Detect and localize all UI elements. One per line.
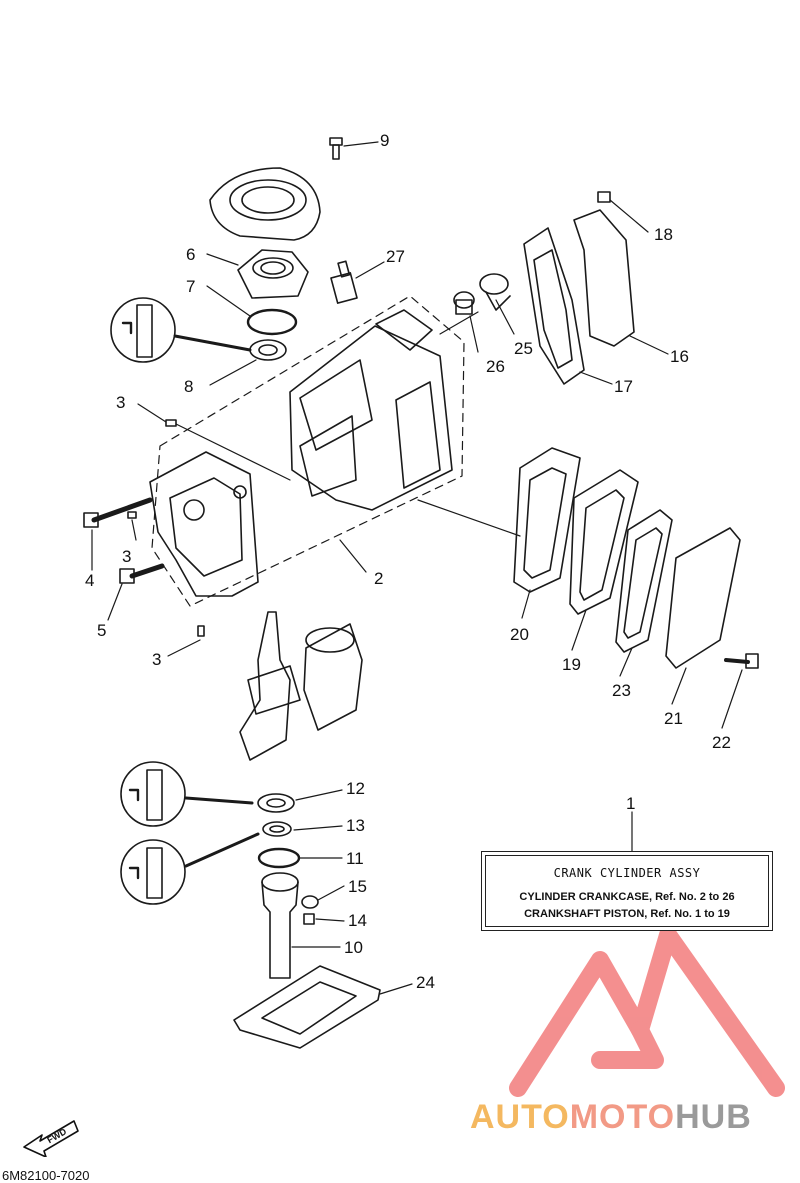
ref-label-26: 24 <box>416 973 435 992</box>
assy-box-line-2: CRANKSHAFT PISTON, Ref. No. 1 to 19 <box>524 908 730 920</box>
ref-label-14: 12 <box>346 779 365 798</box>
bolt-part-4 <box>83 497 153 528</box>
ref-label-10: 8 <box>184 377 194 396</box>
watermark-text: AUTOMOTOHUB <box>470 1098 752 1137</box>
ref-label-15: 13 <box>346 816 365 835</box>
gasket-part-23 <box>665 527 741 669</box>
exhaust-cover-part-18 <box>573 209 635 347</box>
ref-label-17: 15 <box>348 877 367 896</box>
ref-label-19: 17 <box>614 377 633 396</box>
crank-cylinder-assy-box: CRANK CYLINDER ASSY CYLINDER CRANKCASE, … <box>481 851 773 931</box>
exhaust-gasket-part-19 <box>523 227 585 385</box>
thermostat-cover-part-7 <box>453 291 475 315</box>
fwd-arrow-icon: FWD <box>23 1120 79 1157</box>
ref-label-24: 22 <box>712 733 731 752</box>
o-ring-part-13 <box>257 847 301 869</box>
seal-housing-part-8 <box>237 249 309 299</box>
ref-label-2: 2 <box>374 569 384 588</box>
ref-label-25: 23 <box>612 681 631 700</box>
bolt-part-20 <box>597 191 611 203</box>
assy-box-inner: CRANK CYLINDER ASSY CYLINDER CRANKCASE, … <box>485 855 769 927</box>
ref-label-16: 14 <box>348 911 367 930</box>
ref-label-3a: 3 <box>116 393 126 412</box>
ref-label-3c: 3 <box>152 650 162 669</box>
cylinder-block-part-2 <box>151 295 465 607</box>
ref-label-23: 21 <box>664 709 683 728</box>
seal-detail-lower-1 <box>120 761 254 827</box>
ref-label-3b: 3 <box>122 547 132 566</box>
ref-label-13: 11 <box>346 849 364 868</box>
gasket-part-22 <box>513 447 581 593</box>
assy-box-title: CRANK CYLINDER ASSY <box>553 866 701 880</box>
oil-seal-part-10 <box>249 339 287 361</box>
cover-plate <box>209 167 321 241</box>
spark-plug-part-27 <box>330 260 358 304</box>
gasket-part-21 <box>569 469 639 615</box>
gasket-part-25 <box>615 509 673 653</box>
bearing-part-15 <box>262 821 292 837</box>
ref-label-27: 27 <box>386 247 405 266</box>
ref-label-7: 26 <box>486 357 505 376</box>
bolt-part-24 <box>724 653 759 669</box>
ref-label-22: 20 <box>510 625 529 644</box>
screw-part-11 <box>329 137 343 160</box>
ref-label-11: 9 <box>380 131 390 150</box>
dowel-pin-part-3-c <box>197 625 205 637</box>
oil-seal-part-14 <box>257 793 295 813</box>
watermark-hub: HUB <box>675 1098 752 1136</box>
dowel-pin-part-3-b <box>127 511 137 519</box>
dowel-pin-part-3-a <box>165 419 177 427</box>
crankcase-half <box>149 451 259 597</box>
ref-label-6: 25 <box>514 339 533 358</box>
ref-label-4: 4 <box>85 571 95 590</box>
gasket-part-26 <box>233 965 381 1049</box>
seal-detail-upper <box>110 297 252 363</box>
ref-label-21: 19 <box>562 655 581 674</box>
watermark-auto: AUTO <box>470 1098 570 1136</box>
ref-label-5: 5 <box>97 621 107 640</box>
screw-part-16 <box>303 913 315 925</box>
o-ring-part-9 <box>246 308 298 336</box>
ref-label-9: 7 <box>186 277 196 296</box>
ref-label-18: 16 <box>670 347 689 366</box>
leader-lines <box>91 141 743 995</box>
catalog-number: 6M82100-7020 <box>2 1168 90 1183</box>
washer-part-17 <box>301 895 319 909</box>
ref-label-1: 1 <box>626 794 636 813</box>
ref-label-8: 6 <box>186 245 196 264</box>
crankshaft-piston <box>239 611 363 761</box>
ref-label-20: 18 <box>654 225 673 244</box>
watermark-moto: MOTO <box>569 1098 676 1136</box>
assy-box-line-1: CYLINDER CRANKCASE, Ref. No. 2 to 26 <box>519 891 735 903</box>
thermostat-part-6 <box>479 273 511 311</box>
ref-label-12: 10 <box>344 938 363 957</box>
sleeve-part-12 <box>261 872 299 979</box>
watermark-logo <box>509 926 785 1097</box>
bolt-part-5 <box>119 563 165 584</box>
seal-detail-lower-2 <box>120 832 260 905</box>
